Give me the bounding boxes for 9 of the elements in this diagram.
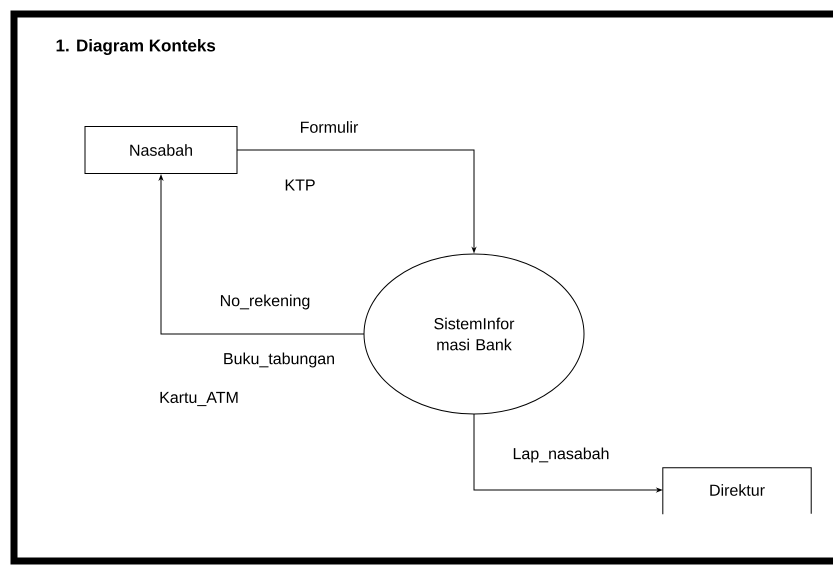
flow-label: Kartu_ATM — [160, 392, 238, 406]
title: 1. Diagram Konteks — [56, 39, 216, 55]
entity-box: Nasabah — [84, 126, 238, 174]
edge-label: No_rekening — [218, 294, 312, 310]
flow-label: KTP — [286, 180, 315, 190]
edge-label: Lap_nasabah — [512, 446, 610, 464]
entity-box: Direktur — [662, 467, 812, 515]
flow-label: Buku_tabungan — [224, 352, 334, 368]
edge-label: Formulir — [298, 120, 360, 134]
